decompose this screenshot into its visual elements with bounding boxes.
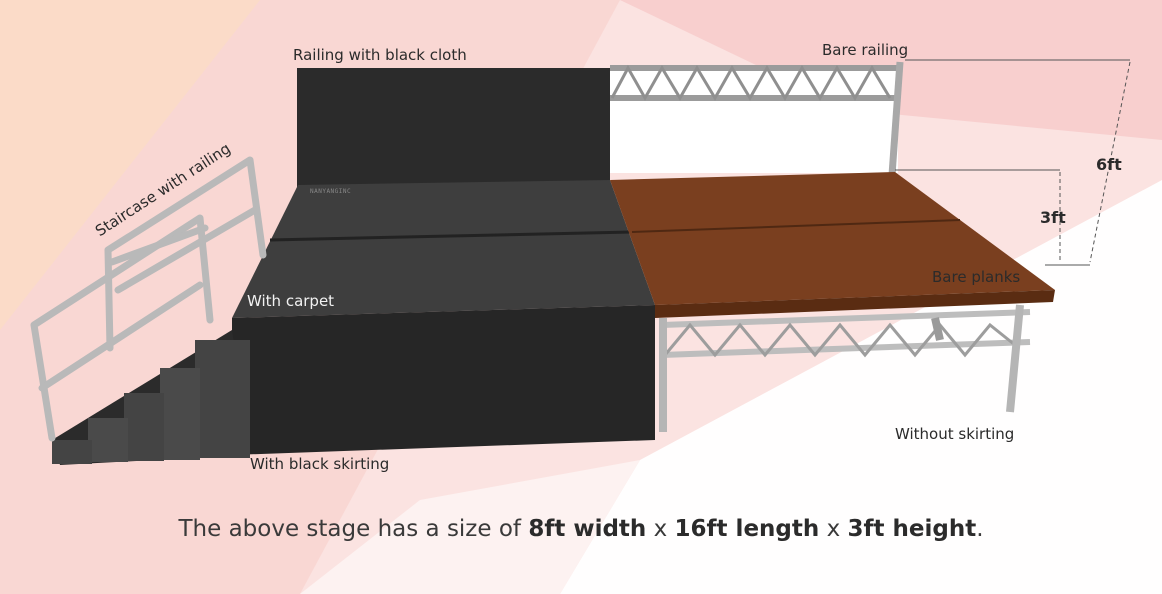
- dimension-lines: [895, 59, 1131, 266]
- black-cloth-railing: [297, 68, 610, 188]
- truss-frame: [659, 304, 1031, 432]
- caption-height: 3ft height: [847, 516, 977, 542]
- watermark-logo: NANYANGINC: [310, 188, 352, 195]
- label-with-black-skirting: With black skirting: [250, 455, 390, 473]
- caption-end: .: [976, 516, 984, 542]
- label-bare-planks: Bare planks: [932, 268, 1021, 286]
- label-with-carpet: With carpet: [247, 292, 335, 310]
- label-railing-black-cloth: Railing with black cloth: [293, 46, 467, 64]
- dimension-total-height: 6ft: [1096, 155, 1122, 174]
- caption: The above stage has a size of 8ft width …: [0, 516, 1162, 542]
- caption-width: 8ft width: [528, 516, 647, 542]
- plank-platform: [610, 172, 1055, 318]
- caption-prefix: The above stage has a size of: [178, 516, 529, 542]
- staircase: [30, 156, 267, 465]
- caption-sep1: x: [646, 516, 675, 542]
- caption-length: 16ft length: [674, 516, 820, 542]
- dimension-stage-height: 3ft: [1040, 208, 1066, 227]
- label-bare-railing: Bare railing: [822, 41, 909, 59]
- carpet-platform: [232, 180, 655, 455]
- label-without-skirting: Without skirting: [895, 425, 1015, 443]
- bare-railing: [608, 61, 904, 176]
- caption-sep2: x: [819, 516, 848, 542]
